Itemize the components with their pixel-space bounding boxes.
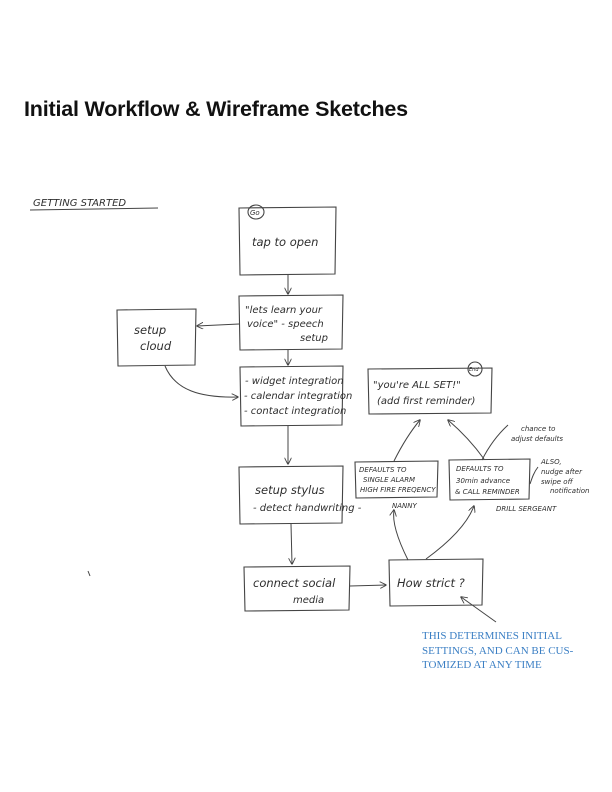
stray-mark (87, 570, 91, 577)
node-drill-defaults (448, 458, 531, 501)
note-chance-line-2: adjust defaults (511, 435, 563, 443)
nanny-label: NANNY (392, 502, 417, 510)
node-how-strict-label: How strict ? (397, 576, 465, 590)
arrow-social-to-strict (349, 585, 386, 586)
annotation-note: THIS DETERMINES INITIAL SETTINGS, AND CA… (422, 629, 592, 673)
annotation-line-2: SETTINGS, AND CAN BE CUS- (422, 644, 574, 657)
node-nanny-line-3: HIGH FIRE FREQENCY (360, 486, 436, 494)
pointer-also-nudge (529, 466, 539, 485)
note-also-line-4: notification (550, 487, 589, 495)
note-chance-line-1: chance to (521, 425, 555, 433)
arrow-nanny-to-allset (393, 420, 420, 462)
node-voice-setup-line-1: "lets learn your (245, 305, 323, 316)
node-setup-cloud (116, 308, 197, 367)
node-setup-stylus (238, 465, 344, 525)
node-integrations-line-3: - contact integration (244, 406, 346, 417)
node-nanny-defaults (354, 460, 439, 499)
pointer-chance-to-adjust (481, 424, 509, 461)
node-drill-line-3: & CALL REMINDER (455, 488, 520, 496)
node-voice-setup-line-3: setup (300, 333, 328, 344)
arrow-stylus-to-social (291, 523, 292, 564)
arrow-note-to-strict (461, 597, 497, 623)
arrow-strict-to-drill (425, 506, 474, 560)
node-nanny-line-2: SINGLE ALARM (363, 476, 415, 484)
node-all-set-line-2: (add first reminder) (377, 396, 475, 407)
node-integrations-line-2: - calendar integration (244, 391, 352, 402)
node-connect-social-line-1: connect social (253, 576, 336, 590)
note-also-line-1: ALSO, (540, 458, 562, 466)
node-tap-to-open (238, 206, 337, 276)
node-drill-line-2: 30min advance (456, 477, 510, 485)
node-connect-social-line-2: media (293, 595, 324, 606)
start-marker-label: Go (250, 209, 260, 217)
end-marker (467, 361, 483, 377)
note-also-line-3: swipe off (541, 478, 574, 486)
node-setup-cloud-line-1: setup (134, 323, 166, 337)
node-all-set-line-1: "you're ALL SET!" (373, 380, 461, 391)
arrow-cloud-to-integrations (164, 365, 238, 397)
note-also-line-2: nudge after (541, 468, 583, 476)
node-setup-stylus-line-1: setup stylus (255, 483, 325, 497)
annotation-line-3: TOMIZED AT ANY TIME (422, 659, 542, 671)
start-marker (247, 204, 265, 220)
node-connect-social (243, 565, 351, 612)
node-all-set (367, 367, 493, 415)
node-setup-cloud-line-2: cloud (140, 339, 172, 353)
node-integrations (239, 365, 344, 427)
section-label: GETTING STARTED (33, 198, 126, 209)
node-setup-stylus-line-2: - detect handwriting - (253, 503, 362, 514)
drill-label: DRILL SERGEANT (496, 505, 557, 513)
node-nanny-line-1: DEFAULTS TO (359, 466, 407, 474)
node-tap-to-open-label: tap to open (252, 235, 318, 249)
node-drill-line-1: DEFAULTS TO (456, 465, 504, 473)
node-voice-setup-line-2: voice" - speech (247, 319, 324, 330)
arrow-strict-to-nanny (394, 510, 409, 561)
end-marker-label: End (469, 367, 479, 373)
node-how-strict (388, 558, 484, 607)
node-integrations-line-1: - widget integration (245, 376, 344, 387)
node-voice-setup (238, 294, 344, 351)
section-underline (29, 207, 159, 211)
annotation-line-1: THIS DETERMINES INITIAL (422, 630, 562, 642)
arrow-drill-to-allset (448, 420, 485, 460)
page-title: Initial Workflow & Wireframe Sketches (24, 97, 408, 121)
arrow-voice-to-cloud (197, 324, 240, 326)
